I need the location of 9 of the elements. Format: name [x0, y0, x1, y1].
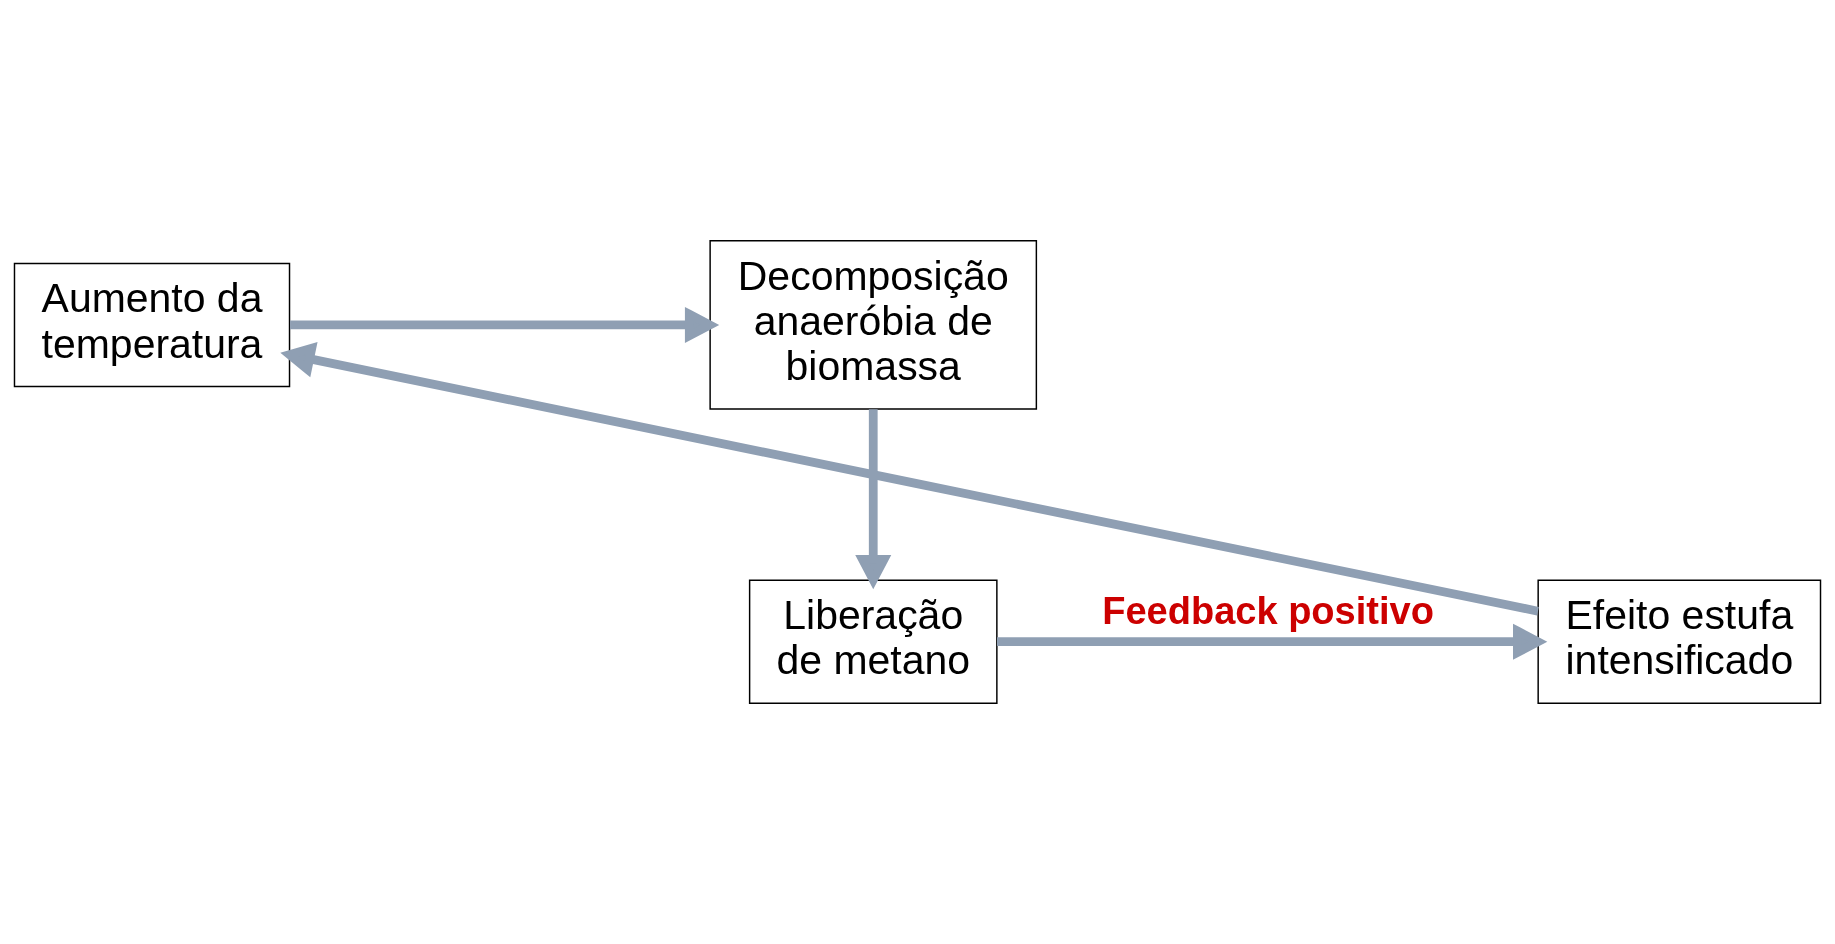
arrow	[855, 409, 892, 590]
arrow	[290, 306, 720, 343]
node-box: Decomposição anaeróbia de biomassa	[709, 240, 1038, 410]
node-box: Liberação de metano	[748, 579, 998, 704]
arrow	[280, 342, 1539, 616]
arrow	[997, 623, 1548, 660]
edge-label: Feedback positivo	[1102, 589, 1434, 632]
node-box: Efeito estufa intensificado	[1537, 579, 1822, 704]
node-box: Aumento da temperatura	[13, 262, 291, 388]
